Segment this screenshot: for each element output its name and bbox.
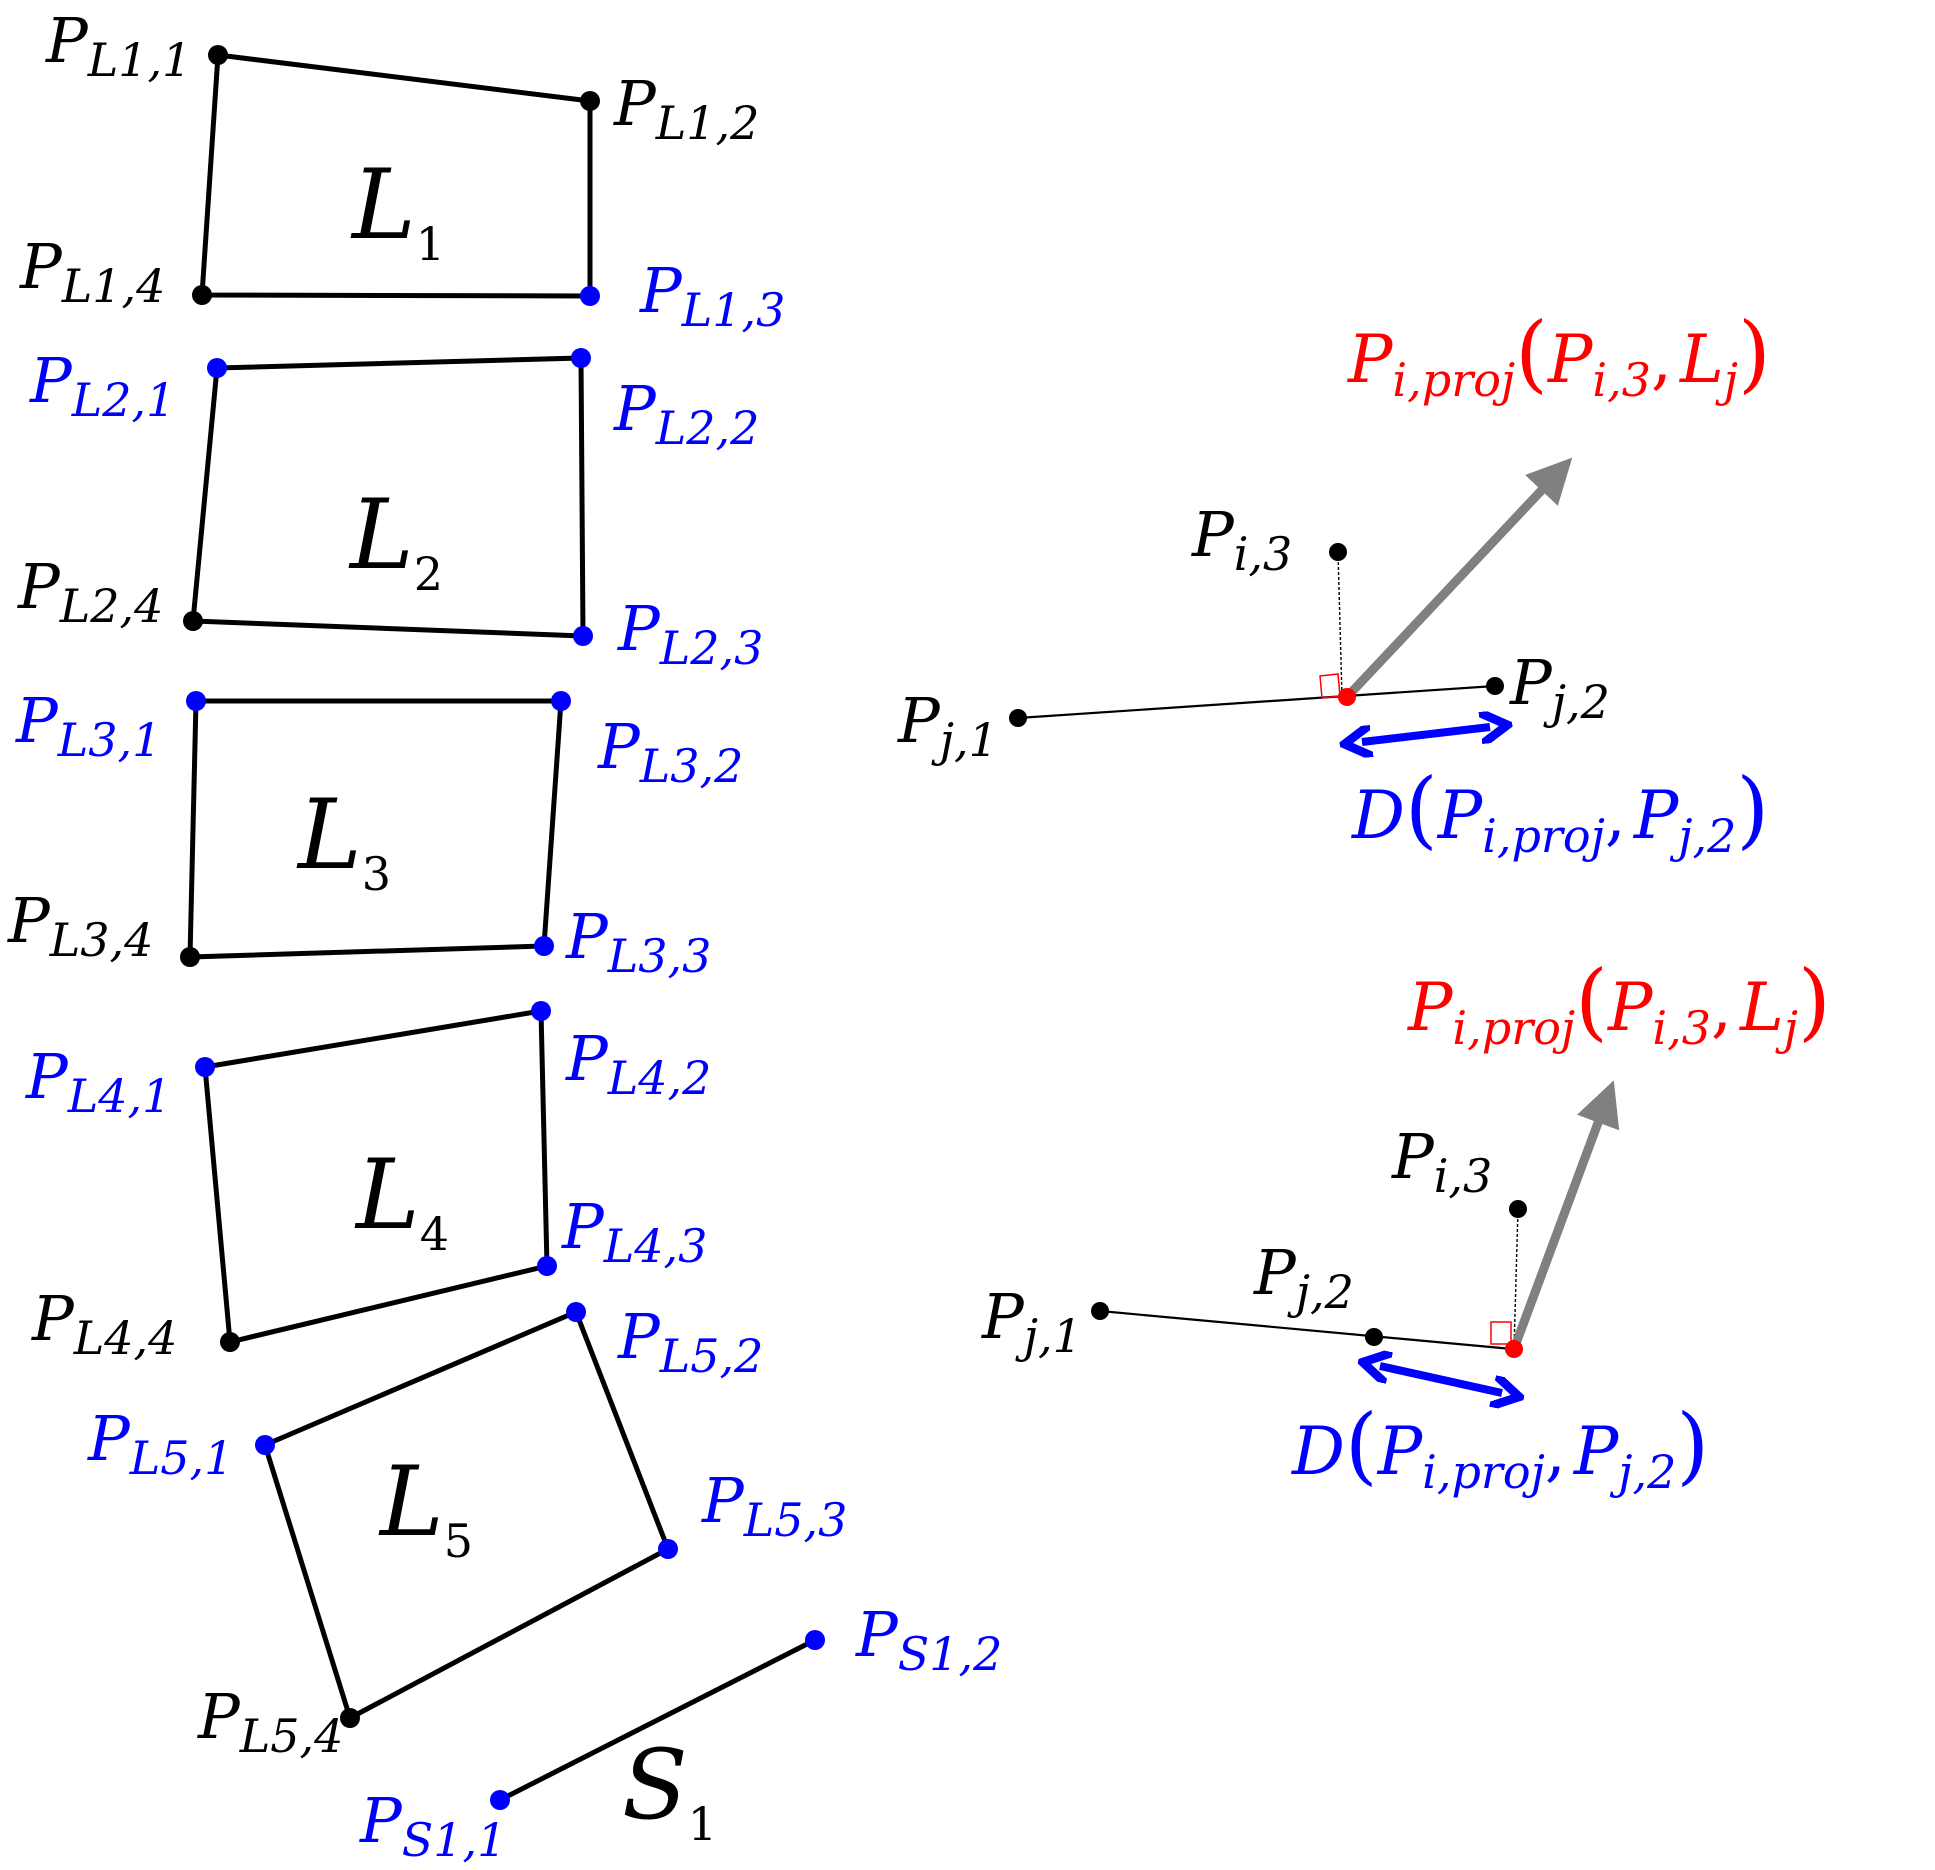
sacrum-s1: S1 <box>498 1637 817 1851</box>
label-l3-4: PL3,4 <box>7 884 153 967</box>
label-l5-1: PL5,1 <box>87 1402 233 1485</box>
point-l2-1 <box>207 358 227 378</box>
vertebra-l1-label: L1 <box>350 149 445 271</box>
point-l1-3 <box>580 286 600 306</box>
label-l5-4: PL5,4 <box>197 1680 343 1763</box>
label-pj2: Pj,2 <box>1253 1236 1354 1319</box>
point-l2-4 <box>183 611 203 631</box>
point-s1-2 <box>805 1630 825 1650</box>
label-l3-3: PL3,3 <box>565 900 711 983</box>
label-pi3: Pi,3 <box>1191 498 1292 581</box>
point-pj1 <box>1009 709 1027 727</box>
point-l4-1 <box>195 1057 215 1077</box>
vertebra-l4: L4 <box>202 1008 550 1346</box>
label-s1-2: PS1,2 <box>855 1598 1002 1681</box>
point-pi-proj <box>1338 688 1356 706</box>
distance-arrow <box>1362 727 1490 742</box>
label-l4-1: PL4,1 <box>25 1040 171 1123</box>
label-l5-2: PL5,2 <box>617 1300 763 1383</box>
label-pj1: Pj,1 <box>981 1280 1082 1363</box>
point-l3-3 <box>534 936 554 956</box>
label-l5-3: PL5,3 <box>701 1464 847 1547</box>
vertebra-l3-label: L3 <box>296 779 391 901</box>
label-projection: Pi,proj(Pi,3,Lj) <box>1407 952 1831 1055</box>
point-l2-3 <box>573 626 593 646</box>
label-s1-1: PS1,1 <box>359 1784 506 1867</box>
point-l3-1 <box>186 691 206 711</box>
perpendicular-line <box>1337 551 1343 698</box>
label-l1-3: PL1,3 <box>639 254 785 337</box>
point-l4-3 <box>537 1256 557 1276</box>
vertebra-l4-label: L4 <box>354 1139 449 1261</box>
label-l4-3: PL4,3 <box>561 1190 707 1273</box>
direction-arrow <box>1343 457 1573 701</box>
label-l3-1: PL3,1 <box>15 684 161 767</box>
vertebra-l2-label: L2 <box>348 479 443 601</box>
vertebra-l2: L2 <box>190 355 586 639</box>
point-l1-1 <box>208 45 228 65</box>
corner-labels: PL1,1 PL1,2 PL1,3 PL1,4 PL2,1 PL2,2 PL2,… <box>7 4 1002 1867</box>
label-l1-1: PL1,1 <box>45 4 191 87</box>
vertebra-l3-outline <box>187 698 564 960</box>
label-pj1: Pj,1 <box>897 684 998 767</box>
label-projection: Pi,proj(Pi,3,Lj) <box>1347 304 1771 407</box>
point-pj2 <box>1365 1328 1383 1346</box>
label-l2-2: PL2,2 <box>613 372 759 455</box>
point-l4-4 <box>220 1332 240 1352</box>
point-l5-4 <box>340 1708 360 1728</box>
label-l4-4: PL4,4 <box>31 1282 177 1365</box>
label-pi3: Pi,3 <box>1391 1120 1492 1203</box>
point-l1-4 <box>192 285 212 305</box>
label-l2-4: PL2,4 <box>17 550 163 633</box>
label-l1-4: PL1,4 <box>19 230 165 313</box>
label-distance: D(Pi,proj,Pj,2) <box>1291 1396 1709 1499</box>
sacrum-s1-endplate <box>498 1637 817 1803</box>
point-l5-2 <box>566 1302 586 1322</box>
corner-points <box>180 45 825 1810</box>
vertebra-l5: L5 <box>261 1308 672 1722</box>
point-pi-proj <box>1505 1340 1523 1358</box>
point-l2-2 <box>571 348 591 368</box>
direction-arrow <box>1509 1080 1620 1351</box>
point-pj2 <box>1486 677 1504 695</box>
label-l4-2: PL4,2 <box>565 1022 711 1105</box>
point-s1-1 <box>490 1790 510 1810</box>
point-l3-2 <box>551 691 571 711</box>
vertebra-l1: L1 <box>199 52 593 299</box>
point-l3-4 <box>180 947 200 967</box>
point-pj1 <box>1091 1302 1109 1320</box>
segment-pj1-pj2 <box>1017 684 1496 720</box>
point-l1-2 <box>580 91 600 111</box>
distance-arrow <box>1380 1366 1502 1393</box>
projection-example-top: Pj,1 Pj,2 Pi,3 Pi,proj(Pi,3,Lj) D(Pi,pro… <box>897 304 1771 863</box>
label-l2-3: PL2,3 <box>617 592 763 675</box>
point-pi3 <box>1509 1200 1527 1218</box>
vertebra-l3: L3 <box>187 698 564 960</box>
perpendicular-line <box>1513 1208 1519 1350</box>
point-l4-2 <box>531 1001 551 1021</box>
right-angle-marker <box>1490 1321 1512 1345</box>
sacrum-s1-label: S1 <box>622 1729 717 1851</box>
segment-pj1-proj <box>1099 1309 1513 1351</box>
vertebra-l5-label: L5 <box>378 1446 473 1568</box>
right-angle-marker <box>1319 673 1341 699</box>
label-l3-2: PL3,2 <box>597 710 743 793</box>
label-l2-1: PL2,1 <box>29 344 175 427</box>
label-pj2: Pj,2 <box>1509 646 1610 729</box>
projection-example-bottom: Pj,1 Pj,2 Pi,3 Pi,proj(Pi,3,Lj) D(Pi,pro… <box>981 952 1831 1499</box>
point-l5-3 <box>658 1539 678 1559</box>
label-l1-2: PL1,2 <box>613 67 759 150</box>
label-distance: D(Pi,proj,Pj,2) <box>1351 760 1769 863</box>
point-pi3 <box>1329 543 1347 561</box>
point-l5-1 <box>255 1435 275 1455</box>
